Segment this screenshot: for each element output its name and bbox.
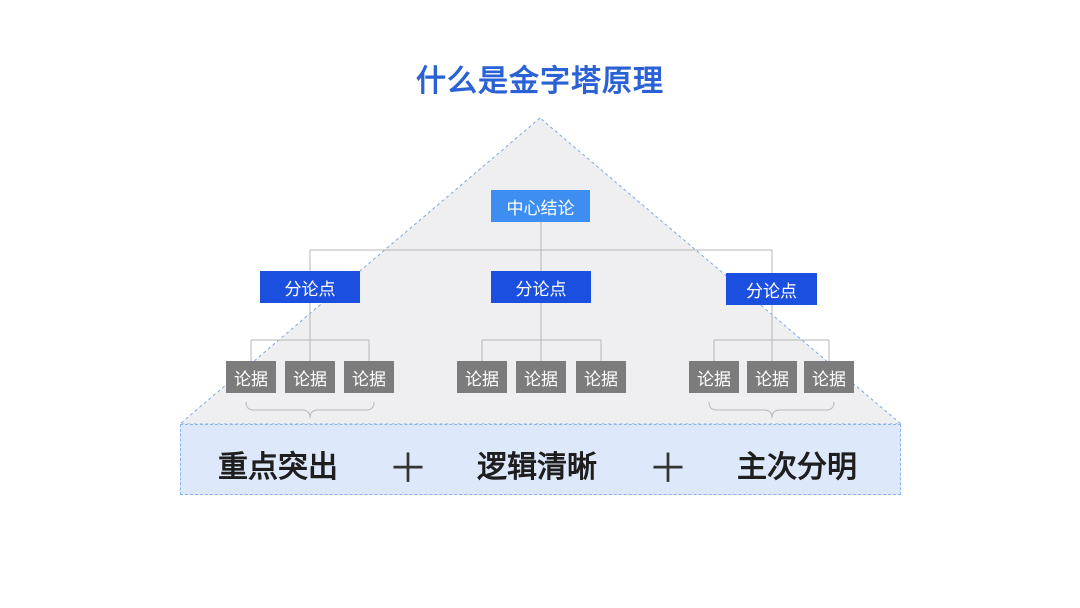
connector-lines <box>250 222 830 361</box>
root-node: 中心结论 <box>491 190 590 222</box>
plus-sign-1: ＋ <box>388 446 428 492</box>
leaf-node: 论据 <box>747 361 797 393</box>
brace-left <box>245 401 375 419</box>
leaf-node: 论据 <box>689 361 739 393</box>
leaf-node: 论据 <box>804 361 854 393</box>
summary-band <box>180 424 901 495</box>
leaf-node: 论据 <box>226 361 276 393</box>
leaf-node: 论据 <box>457 361 507 393</box>
summary-item-3: 主次分明 <box>737 450 857 485</box>
leaf-node: 论据 <box>285 361 335 393</box>
plus-sign-2: ＋ <box>648 446 688 492</box>
page-title: 什么是金字塔原理 <box>416 64 664 99</box>
summary-item-1: 重点突出 <box>218 450 338 485</box>
branch-node-1: 分论点 <box>260 271 360 303</box>
brace-right <box>708 401 835 419</box>
leaf-node: 论据 <box>576 361 626 393</box>
leaf-node: 论据 <box>516 361 566 393</box>
branch-node-2: 分论点 <box>491 271 591 303</box>
leaf-node: 论据 <box>344 361 394 393</box>
summary-item-2: 逻辑清晰 <box>477 450 597 485</box>
branch-node-3: 分论点 <box>726 273 817 305</box>
